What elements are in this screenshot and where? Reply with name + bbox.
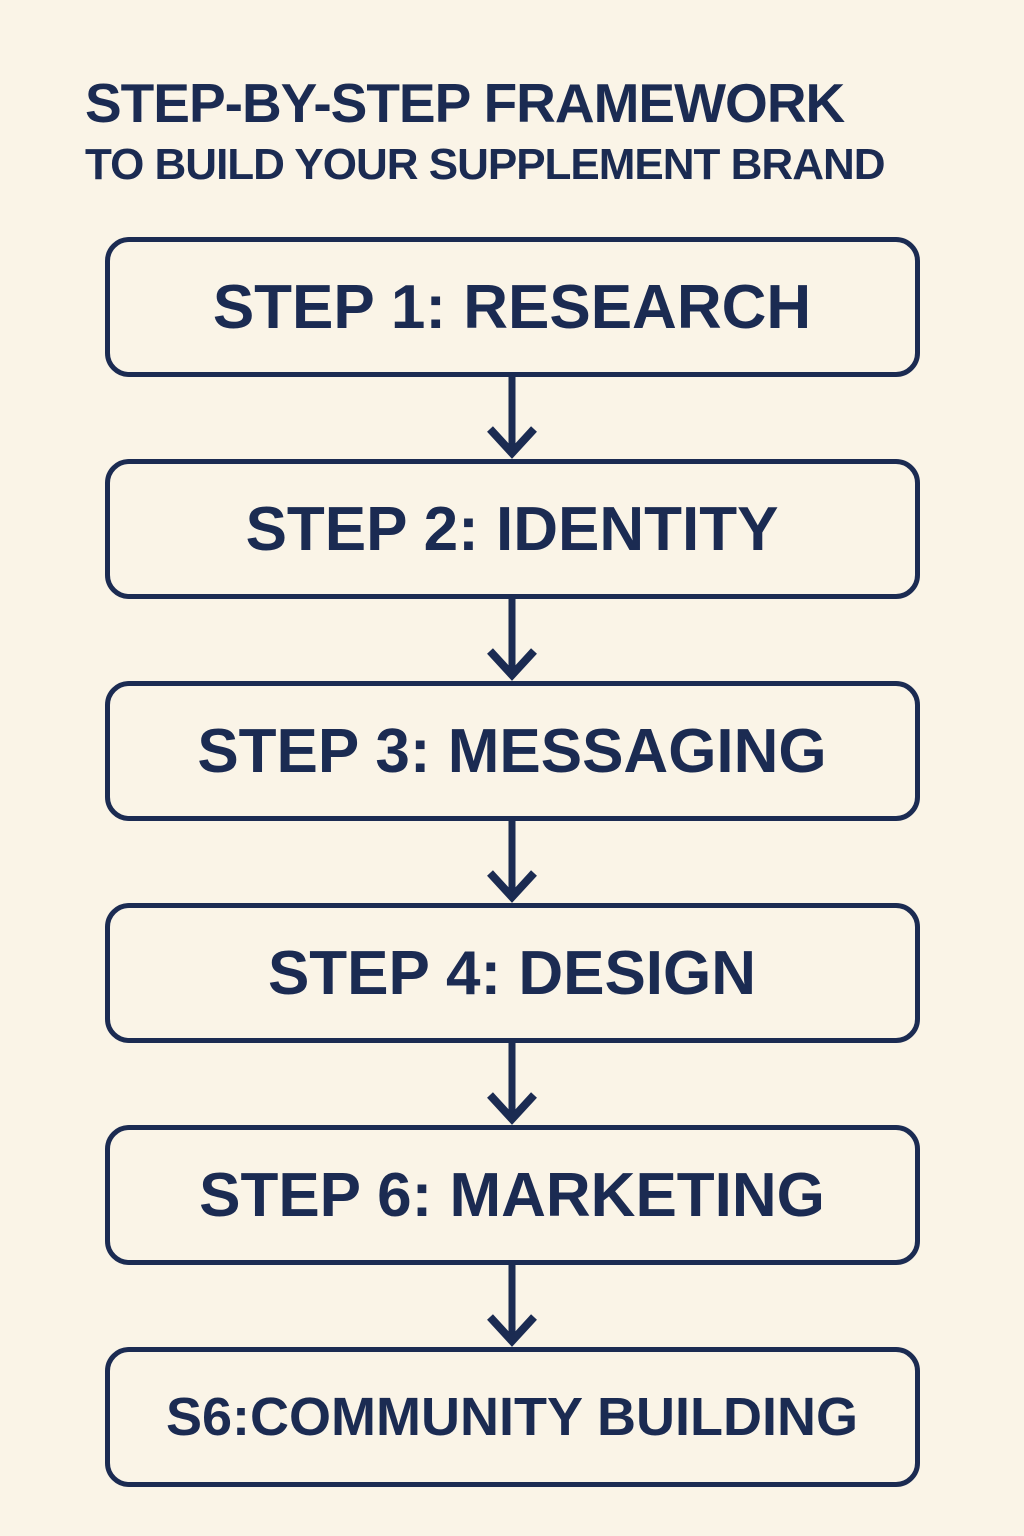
step-label: STEP 1: RESEARCH [212, 272, 812, 342]
step-label: STEP 3: MESSAGING [197, 716, 827, 786]
connector-2 [480, 599, 544, 681]
header: STEP-BY-STEP FRAMEWORK TO BUILD YOUR SUP… [0, 0, 1024, 187]
page-title: STEP-BY-STEP FRAMEWORK [85, 72, 845, 134]
down-arrow-icon [487, 1265, 537, 1347]
step-box-marketing: STEP 6: MARKETING [104, 1125, 920, 1265]
step-box-design: STEP 4: DESIGN [104, 903, 920, 1043]
step-label: STEP 2: IDENTITY [245, 494, 779, 564]
page-subtitle: TO BUILD YOUR SUPPLEMENT BRAND [85, 140, 886, 189]
step-label: STEP 4: DESIGN [267, 938, 757, 1008]
down-arrow-icon [487, 599, 537, 681]
step-box-research: STEP 1: RESEARCH [104, 237, 920, 377]
step-label: STEP 6: MARKETING [199, 1160, 825, 1230]
step-box-messaging: STEP 3: MESSAGING [104, 681, 920, 821]
down-arrow-icon [487, 1043, 537, 1125]
step-label: S6:COMMUNITY BUILDING [165, 1387, 858, 1447]
connector-5 [480, 1265, 544, 1347]
down-arrow-icon [487, 377, 537, 459]
down-arrow-icon [487, 821, 537, 903]
step-box-community-building: S6:COMMUNITY BUILDING [104, 1347, 920, 1487]
connector-4 [480, 1043, 544, 1125]
step-box-identity: STEP 2: IDENTITY [104, 459, 920, 599]
connector-3 [480, 821, 544, 903]
step-flowchart: STEP 1: RESEARCH STEP 2: IDENTITY STEP 3… [0, 237, 1024, 1487]
connector-1 [480, 377, 544, 459]
